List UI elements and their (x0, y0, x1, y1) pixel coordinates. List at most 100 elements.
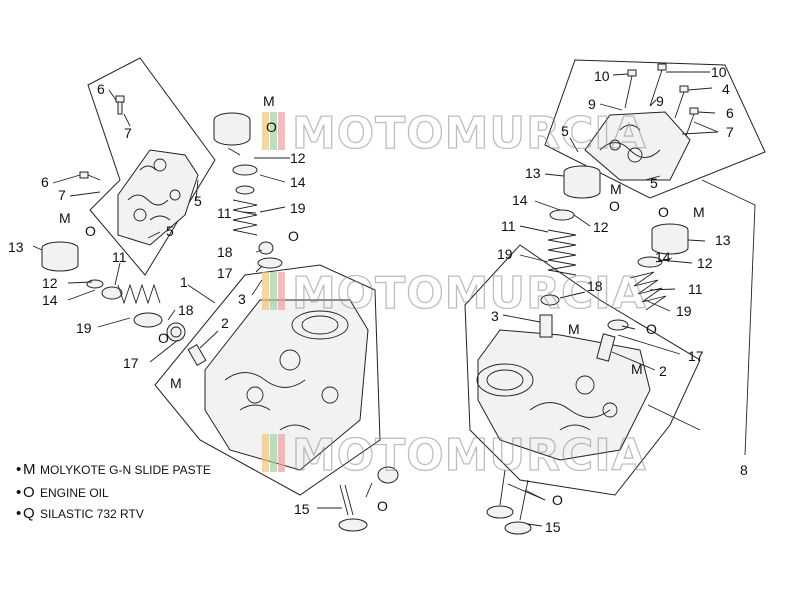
callout-molykote-right-2: M (568, 321, 580, 337)
left-cam-carrier (117, 149, 199, 246)
callout-5-right-a: 5 (561, 123, 569, 139)
callout-6: 6 (97, 81, 105, 97)
callout-5-b: 5 (166, 223, 174, 239)
legend-text: ENGINE OIL (40, 486, 109, 500)
callout-19-right: 19 (497, 246, 513, 262)
right-valve-spring-set-b (596, 256, 667, 362)
callout-17-top: 17 (217, 265, 233, 281)
watermarks: MOTOMURCIA MOTOMURCIA MOTOMURCIA (262, 107, 647, 482)
right-head-assembly (464, 59, 766, 535)
right-head-frame (464, 244, 701, 496)
callout-12-right-b: 12 (697, 255, 713, 271)
callout-oil-4: O (288, 228, 299, 244)
left-valve-spring-set (86, 279, 186, 342)
callout-5-a: 5 (194, 193, 202, 209)
bolt-6-top (115, 95, 125, 115)
legend-text: MOLYKOTE G-N SLIDE PASTE (40, 463, 211, 477)
top-tappet (213, 112, 251, 146)
callout-10-a: 10 (594, 68, 610, 84)
callout-oil-right-4: O (552, 492, 563, 508)
callout-19-top: 19 (290, 200, 306, 216)
callout-9-a: 9 (588, 96, 596, 112)
callout-19-right-b: 19 (676, 303, 692, 319)
callout-15: 15 (294, 501, 310, 517)
callout-oil-5: O (377, 498, 388, 514)
callout-17-right: 17 (688, 348, 704, 364)
legend-item-silastic: • Q SILASTIC 732 RTV (16, 505, 144, 522)
callout-7: 7 (124, 125, 132, 141)
droplet-icon: • (16, 505, 21, 522)
callout-11-top: 11 (217, 205, 232, 221)
callout-molykote-1: M (59, 210, 71, 226)
callout-11-right-b: 11 (688, 281, 703, 297)
callout-19: 19 (76, 320, 92, 336)
left-head-frame (154, 264, 381, 496)
watermark-middle: MOTOMURCIA (262, 267, 647, 320)
callout-14: 14 (42, 292, 58, 308)
callout-molykote-right-1: M (610, 181, 622, 197)
callout-9-b: 9 (656, 93, 664, 109)
callout-13-right: 13 (525, 165, 541, 181)
callout-1: 1 (180, 274, 188, 290)
right-tappet-13 (563, 165, 601, 199)
legend-item-engine-oil: • O ENGINE OIL (16, 484, 109, 501)
right-valve-15 (486, 469, 532, 535)
callout-14-top: 14 (290, 174, 306, 190)
callout-5-right-b: 5 (650, 175, 658, 191)
legend-symbol: O (23, 484, 35, 501)
callout-12-right: 12 (593, 219, 609, 235)
callout-14-right: 14 (512, 192, 528, 208)
callout-2-right: 2 (659, 363, 667, 379)
legend: • M MOLYKOTE G-N SLIDE PASTE • O ENGINE … (16, 461, 211, 522)
left-valve-guide-2 (187, 344, 207, 366)
callout-4: 4 (722, 81, 730, 97)
watermark-text-bottom: MOTOMURCIA (292, 430, 647, 481)
callout-molykote-3: M (263, 93, 275, 109)
droplet-icon: • (16, 484, 21, 501)
bolt-6-left (79, 171, 101, 181)
legend-text: SILASTIC 732 RTV (40, 507, 144, 521)
callout-12: 12 (42, 275, 58, 291)
callout-3: 3 (238, 291, 246, 307)
callout-11-right: 11 (501, 218, 516, 234)
callout-labels: 6 7 6 7 M 13 O 11 12 14 19 18 O 17 5 5 1… (8, 64, 748, 535)
right-cylinder-head (476, 329, 651, 461)
watermark-text-middle: MOTOMURCIA (292, 268, 647, 319)
right-valve-spring-set (539, 209, 577, 338)
legend-symbol: Q (23, 505, 35, 522)
right-leaders (502, 71, 756, 527)
callout-18-right: 18 (587, 278, 603, 294)
callout-oil-2: O (158, 330, 169, 346)
left-leaders (32, 89, 373, 509)
watermark-bottom: MOTOMURCIA (262, 429, 647, 482)
legend-item-molykote: • M MOLYKOTE G-N SLIDE PASTE (16, 461, 211, 478)
callout-11: 11 (112, 249, 127, 265)
callout-12-top: 12 (290, 150, 306, 166)
callout-molykote-right-3: M (631, 361, 643, 377)
callout-13: 13 (8, 239, 24, 255)
droplet-icon: • (16, 461, 21, 478)
callout-15-right: 15 (545, 519, 561, 535)
right-bolts-10 (624, 63, 699, 137)
callout-oil-3: O (266, 119, 277, 135)
right-cam-carrier-frame (544, 59, 766, 199)
callout-13-right-b: 13 (715, 232, 731, 248)
left-head-assembly (32, 57, 399, 532)
callout-oil-right-3: O (658, 204, 669, 220)
callout-18: 18 (178, 302, 194, 318)
right-cam-carrier (584, 111, 691, 181)
left-tappet-13 (41, 241, 79, 272)
callout-17: 17 (123, 355, 139, 371)
callout-6-b: 6 (41, 174, 49, 190)
callout-8: 8 (740, 462, 748, 478)
callout-18-top: 18 (217, 244, 233, 260)
callout-oil-right-2: O (646, 321, 657, 337)
callout-7-right: 7 (726, 124, 734, 140)
left-cylinder-head (204, 299, 369, 471)
callout-7-b: 7 (58, 187, 66, 203)
left-cam-carrier-frame (87, 57, 216, 276)
callout-oil-1: O (85, 223, 96, 239)
right-tappet-13-b (651, 223, 689, 255)
legend-symbol: M (23, 461, 36, 478)
